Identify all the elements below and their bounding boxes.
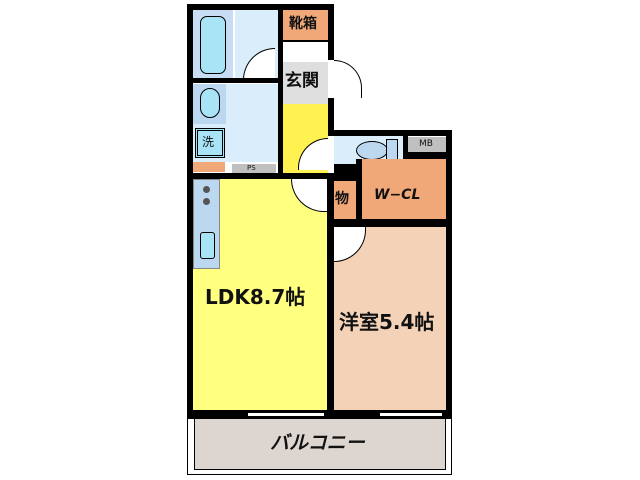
entrance-label: 玄関 — [285, 71, 319, 91]
western-window — [380, 413, 442, 416]
wall-right-upper — [328, 4, 334, 60]
wall-left — [187, 4, 193, 418]
shoe-box-doors — [283, 42, 328, 62]
wall-right-mid — [328, 98, 334, 136]
wall-bath-divider — [193, 78, 278, 83]
washbasin-icon — [200, 88, 220, 118]
wall-bath-vertical — [278, 10, 283, 173]
ldk-label: LDK8.7帖 — [205, 285, 306, 309]
washroom-orange-strip — [193, 162, 225, 172]
western-room — [334, 227, 446, 410]
entrance — [283, 62, 328, 104]
washer-space — [195, 128, 225, 158]
balcony — [194, 418, 446, 470]
wall-right-top — [328, 130, 452, 136]
ps-shaft — [232, 164, 276, 173]
meter-box — [408, 137, 446, 152]
walk-in-closet — [362, 159, 446, 219]
wall-closet-bottom — [334, 219, 446, 227]
wcl-label: W−CL — [374, 187, 421, 203]
wall-toilet-bottom — [334, 164, 362, 181]
toilet-bowl-icon — [356, 141, 388, 160]
stove-burner-icon — [203, 186, 210, 193]
bathtub — [200, 16, 226, 74]
kitchen-sink-icon — [200, 232, 215, 259]
balcony-label: バルコニー — [270, 432, 365, 454]
stove-burner-icon — [203, 198, 210, 205]
wall-top — [187, 4, 334, 10]
front-door-swing — [334, 60, 362, 98]
western-room-label: 洋室5.4帖 — [339, 310, 435, 334]
wall-shoebox — [283, 40, 328, 42]
storage-label: 物 — [335, 191, 349, 207]
wall-ldk-right — [327, 173, 334, 410]
wall-toilet-right — [403, 136, 408, 159]
wall-mb-bottom — [403, 152, 446, 159]
storage — [334, 181, 356, 219]
wall-wcl-divider — [356, 159, 362, 219]
washer-label: 洗 — [202, 135, 215, 149]
wall-wash-bottom — [193, 173, 334, 179]
shoe-box-label: 靴箱 — [289, 16, 317, 32]
shoe-box — [283, 10, 328, 40]
mb-label: MB — [419, 139, 433, 149]
ldk-window — [248, 413, 324, 416]
wall-right — [446, 130, 452, 418]
ps-label: PS — [247, 164, 256, 172]
